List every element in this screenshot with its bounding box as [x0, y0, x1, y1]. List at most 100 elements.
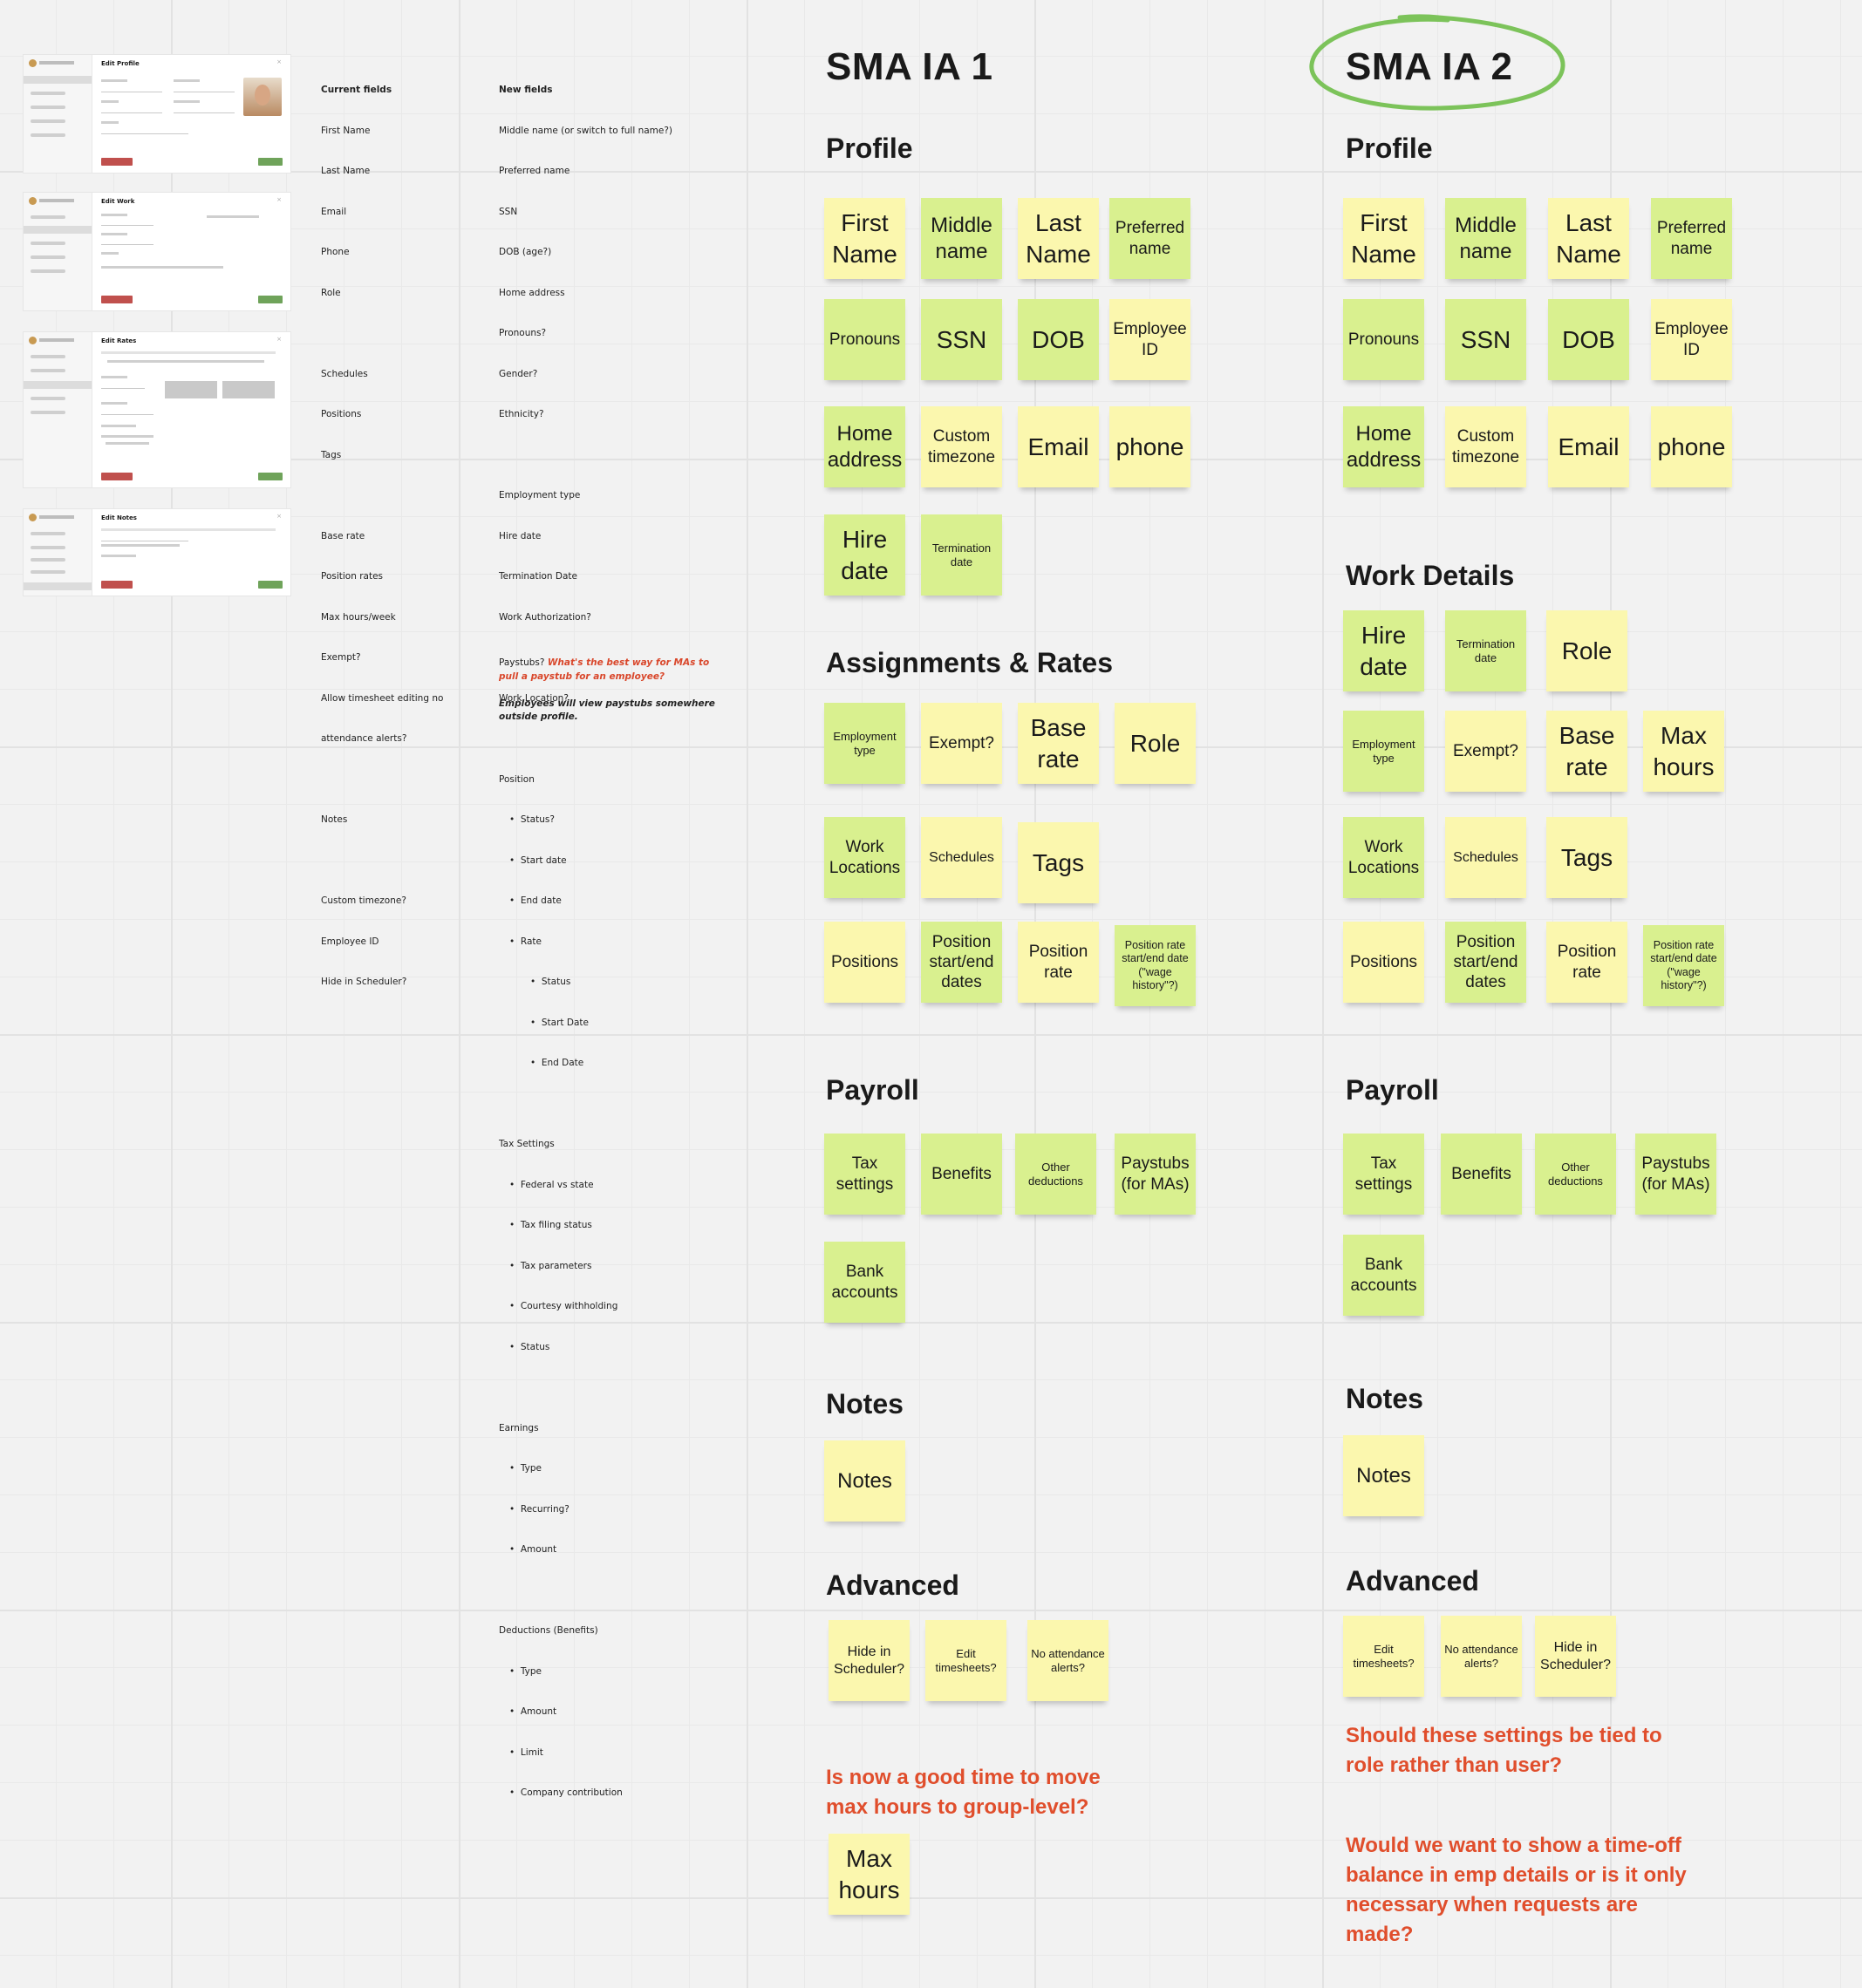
sticky-note[interactable]: Exempt? — [921, 703, 1002, 784]
current-fields-list: Current fields First Name Last Name Emai… — [321, 57, 443, 1003]
sticky-note[interactable]: Hide in Scheduler? — [829, 1620, 910, 1701]
sticky-note[interactable]: First Name — [1343, 198, 1424, 279]
field-item: Recurring? — [520, 1503, 570, 1515]
field-item: Start date — [520, 854, 567, 866]
thumbnail-save-button — [258, 158, 283, 166]
field-item: Ethnicity? — [499, 409, 544, 419]
sticky-note[interactable]: Schedules — [921, 817, 1002, 898]
field-item: Earnings — [499, 1422, 539, 1433]
sticky-note[interactable]: Bank accounts — [824, 1242, 905, 1323]
sticky-note[interactable]: Role — [1546, 610, 1627, 691]
sticky-note[interactable]: Position rate start/end date ("wage hist… — [1115, 925, 1196, 1006]
sticky-note[interactable]: First Name — [824, 198, 905, 279]
sticky-note[interactable]: Tags — [1546, 817, 1627, 898]
field-item: Schedules — [321, 368, 368, 379]
screen-thumbnail-notes[interactable]: Edit Notes × — [24, 509, 290, 596]
sticky-note[interactable]: No attendance alerts? — [1027, 1620, 1108, 1701]
sticky-note[interactable]: Custom timezone — [1445, 406, 1526, 487]
sticky-note[interactable]: Custom timezone — [921, 406, 1002, 487]
sticky-note[interactable]: Work Locations — [1343, 817, 1424, 898]
sticky-note[interactable]: SSN — [1445, 299, 1526, 380]
ia1-advanced-heading: Advanced — [826, 1569, 959, 1601]
sticky-note[interactable]: Middle name — [921, 198, 1002, 279]
sticky-note[interactable]: Email — [1548, 406, 1629, 487]
sticky-note[interactable]: Position start/end dates — [1445, 922, 1526, 1003]
sticky-note[interactable]: Last Name — [1548, 198, 1629, 279]
sticky-note[interactable]: Paystubs (for MAs) — [1115, 1134, 1196, 1215]
thumbnail-title: Edit Rates — [101, 337, 137, 344]
sticky-note[interactable]: Employment type — [824, 703, 905, 784]
sticky-note[interactable]: Notes — [824, 1440, 905, 1522]
sticky-note[interactable]: Last Name — [1018, 198, 1099, 279]
sticky-note[interactable]: Position rate — [1018, 922, 1099, 1003]
sticky-note[interactable]: Termination date — [1445, 610, 1526, 691]
sticky-note[interactable]: Employee ID — [1109, 299, 1190, 380]
field-item: First Name — [321, 125, 371, 136]
thumbnail-sidebar — [24, 55, 92, 173]
sticky-note[interactable]: Position start/end dates — [921, 922, 1002, 1003]
sticky-note[interactable]: Preferred name — [1109, 198, 1190, 279]
highlight-circle — [1309, 14, 1565, 111]
thumbnail-title: Edit Notes — [101, 514, 137, 521]
sticky-note[interactable]: Work Locations — [824, 817, 905, 898]
sticky-note[interactable]: Tags — [1018, 822, 1099, 903]
sticky-note[interactable]: Preferred name — [1651, 198, 1732, 279]
field-item: Gender? — [499, 368, 538, 379]
sticky-note[interactable]: Email — [1018, 406, 1099, 487]
sticky-note[interactable]: No attendance alerts? — [1441, 1616, 1522, 1697]
screen-thumbnail-rates[interactable]: Edit Rates × — [24, 332, 290, 487]
sticky-note[interactable]: Home address — [824, 406, 905, 487]
ia1-assignments-heading: Assignments & Rates — [826, 647, 1113, 678]
sticky-note[interactable]: Positions — [1343, 922, 1424, 1003]
sticky-note[interactable]: Pronouns — [824, 299, 905, 380]
ia1-title: SMA IA 1 — [826, 45, 993, 88]
field-item: Positions — [321, 409, 362, 419]
sticky-note[interactable]: DOB — [1018, 299, 1099, 380]
screen-thumbnail-profile[interactable]: Edit Profile × — [24, 55, 290, 173]
paystubs-note: Paystubs? What's the best way for MAs to… — [499, 657, 721, 725]
ia2-notes-heading: Notes — [1346, 1383, 1423, 1414]
sticky-note[interactable]: Termination date — [921, 514, 1002, 596]
field-item: DOB (age?) — [499, 247, 552, 257]
sticky-note[interactable]: Max hours — [1643, 711, 1724, 792]
field-item: Max hours/week — [321, 611, 396, 623]
sticky-note[interactable]: Benefits — [921, 1134, 1002, 1215]
sticky-note[interactable]: Schedules — [1445, 817, 1526, 898]
field-item: Tax filing status — [520, 1220, 592, 1230]
sticky-note[interactable]: Tax settings — [824, 1134, 905, 1215]
sticky-note[interactable]: SSN — [921, 299, 1002, 380]
sticky-note[interactable]: Benefits — [1441, 1134, 1522, 1215]
sticky-note[interactable]: Hire date — [1343, 610, 1424, 691]
sticky-note[interactable]: Middle name — [1445, 198, 1526, 279]
sticky-note[interactable]: Hire date — [824, 514, 905, 596]
sticky-note[interactable]: Max hours — [829, 1834, 910, 1915]
sticky-note[interactable]: Employment type — [1343, 711, 1424, 792]
sticky-note[interactable]: Tax settings — [1343, 1134, 1424, 1215]
field-item: attendance alerts? — [321, 733, 407, 744]
field-item: Employment type — [499, 490, 581, 500]
sticky-note[interactable]: Role — [1115, 703, 1196, 784]
sticky-note[interactable]: Other deductions — [1015, 1134, 1096, 1215]
field-item: Work Location? — [499, 692, 569, 704]
sticky-note[interactable]: Positions — [824, 922, 905, 1003]
sticky-note[interactable]: Pronouns — [1343, 299, 1424, 380]
sticky-note[interactable]: Position rate start/end date ("wage hist… — [1643, 925, 1724, 1006]
sticky-note[interactable]: Base rate — [1018, 703, 1099, 784]
sticky-note[interactable]: Home address — [1343, 406, 1424, 487]
sticky-note[interactable]: DOB — [1548, 299, 1629, 380]
sticky-note[interactable]: Hide in Scheduler? — [1535, 1616, 1616, 1697]
field-item: Last Name — [321, 166, 371, 176]
sticky-note[interactable]: Bank accounts — [1343, 1235, 1424, 1316]
sticky-note[interactable]: Base rate — [1546, 711, 1627, 792]
sticky-note[interactable]: Paystubs (for MAs) — [1635, 1134, 1716, 1215]
sticky-note[interactable]: Edit timesheets? — [925, 1620, 1006, 1701]
sticky-note[interactable]: phone — [1109, 406, 1190, 487]
sticky-note[interactable]: Exempt? — [1445, 711, 1526, 792]
sticky-note[interactable]: Employee ID — [1651, 299, 1732, 380]
sticky-note[interactable]: Notes — [1343, 1435, 1424, 1516]
sticky-note[interactable]: Edit timesheets? — [1343, 1616, 1424, 1697]
screen-thumbnail-work[interactable]: Edit Work × — [24, 193, 290, 310]
sticky-note[interactable]: phone — [1651, 406, 1732, 487]
sticky-note[interactable]: Other deductions — [1535, 1134, 1616, 1215]
sticky-note[interactable]: Position rate — [1546, 922, 1627, 1003]
